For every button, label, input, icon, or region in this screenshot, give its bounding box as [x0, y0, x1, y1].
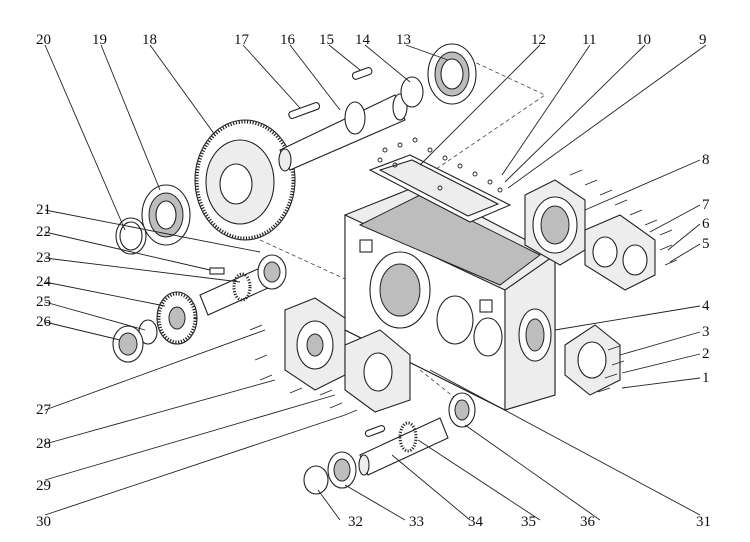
label-7: 7	[702, 197, 710, 213]
label-16: 16	[280, 32, 296, 48]
label-23: 23	[36, 250, 51, 266]
ring-32	[303, 465, 329, 495]
label-15: 15	[319, 32, 334, 48]
label-11: 11	[582, 32, 596, 48]
label-30: 30	[36, 514, 51, 530]
side-cover-8	[524, 179, 586, 266]
key-17	[288, 102, 321, 119]
label-27: 27	[36, 402, 52, 418]
key-22	[209, 267, 225, 275]
label-36: 36	[580, 514, 596, 530]
label-26: 26	[36, 314, 52, 330]
label-24: 24	[36, 274, 52, 290]
lower-shaft	[358, 417, 449, 476]
bolt-set-right-top	[569, 169, 678, 266]
flange-cover-lower	[344, 329, 411, 413]
label-10: 10	[636, 32, 651, 48]
label-12: 12	[531, 32, 546, 48]
label-4: 4	[702, 298, 710, 314]
label-22: 22	[36, 224, 51, 240]
bearing-21	[257, 254, 287, 290]
large-gear	[194, 119, 296, 241]
label-6: 6	[702, 216, 710, 232]
key-15	[351, 67, 373, 80]
label-34: 34	[468, 514, 484, 530]
side-cover-7	[584, 214, 656, 291]
label-20: 20	[36, 32, 51, 48]
label-8: 8	[702, 152, 710, 168]
key-lower	[364, 425, 386, 437]
label-32: 32	[348, 514, 363, 530]
bearing-33	[327, 451, 357, 489]
label-25: 25	[36, 294, 51, 310]
label-18: 18	[142, 32, 157, 48]
bolt-set-left	[249, 324, 358, 416]
label-9: 9	[699, 32, 707, 48]
label-19: 19	[92, 32, 107, 48]
label-17: 17	[234, 32, 250, 48]
label-21: 21	[36, 202, 51, 218]
bearing-19	[141, 184, 191, 246]
label-29: 29	[36, 478, 51, 494]
leader-lines	[44, 44, 707, 521]
spacer-ring-14	[400, 76, 424, 108]
label-1: 1	[702, 370, 710, 386]
bearing-cap-right	[564, 324, 621, 396]
label-3: 3	[702, 324, 710, 340]
label-14: 14	[355, 32, 371, 48]
bearing-26	[112, 325, 144, 363]
label-33: 33	[409, 514, 424, 530]
label-31: 31	[696, 514, 711, 530]
gear-24	[156, 291, 198, 345]
label-35: 35	[521, 514, 536, 530]
bearing-13	[427, 43, 477, 105]
retaining-ring-20-inner	[119, 221, 143, 251]
label-2: 2	[702, 346, 710, 362]
label-5: 5	[702, 236, 710, 252]
bearing-35	[448, 392, 476, 428]
flange-cover-left	[284, 297, 346, 391]
part-number-labels: 1 2 3 4 5 6 7 8 9 10 11 12 13 14 15 16 1…	[36, 32, 711, 530]
top-cover-plate	[368, 137, 512, 223]
label-13: 13	[396, 32, 411, 48]
bolt-set-right-bottom	[597, 345, 625, 393]
label-28: 28	[36, 436, 51, 452]
